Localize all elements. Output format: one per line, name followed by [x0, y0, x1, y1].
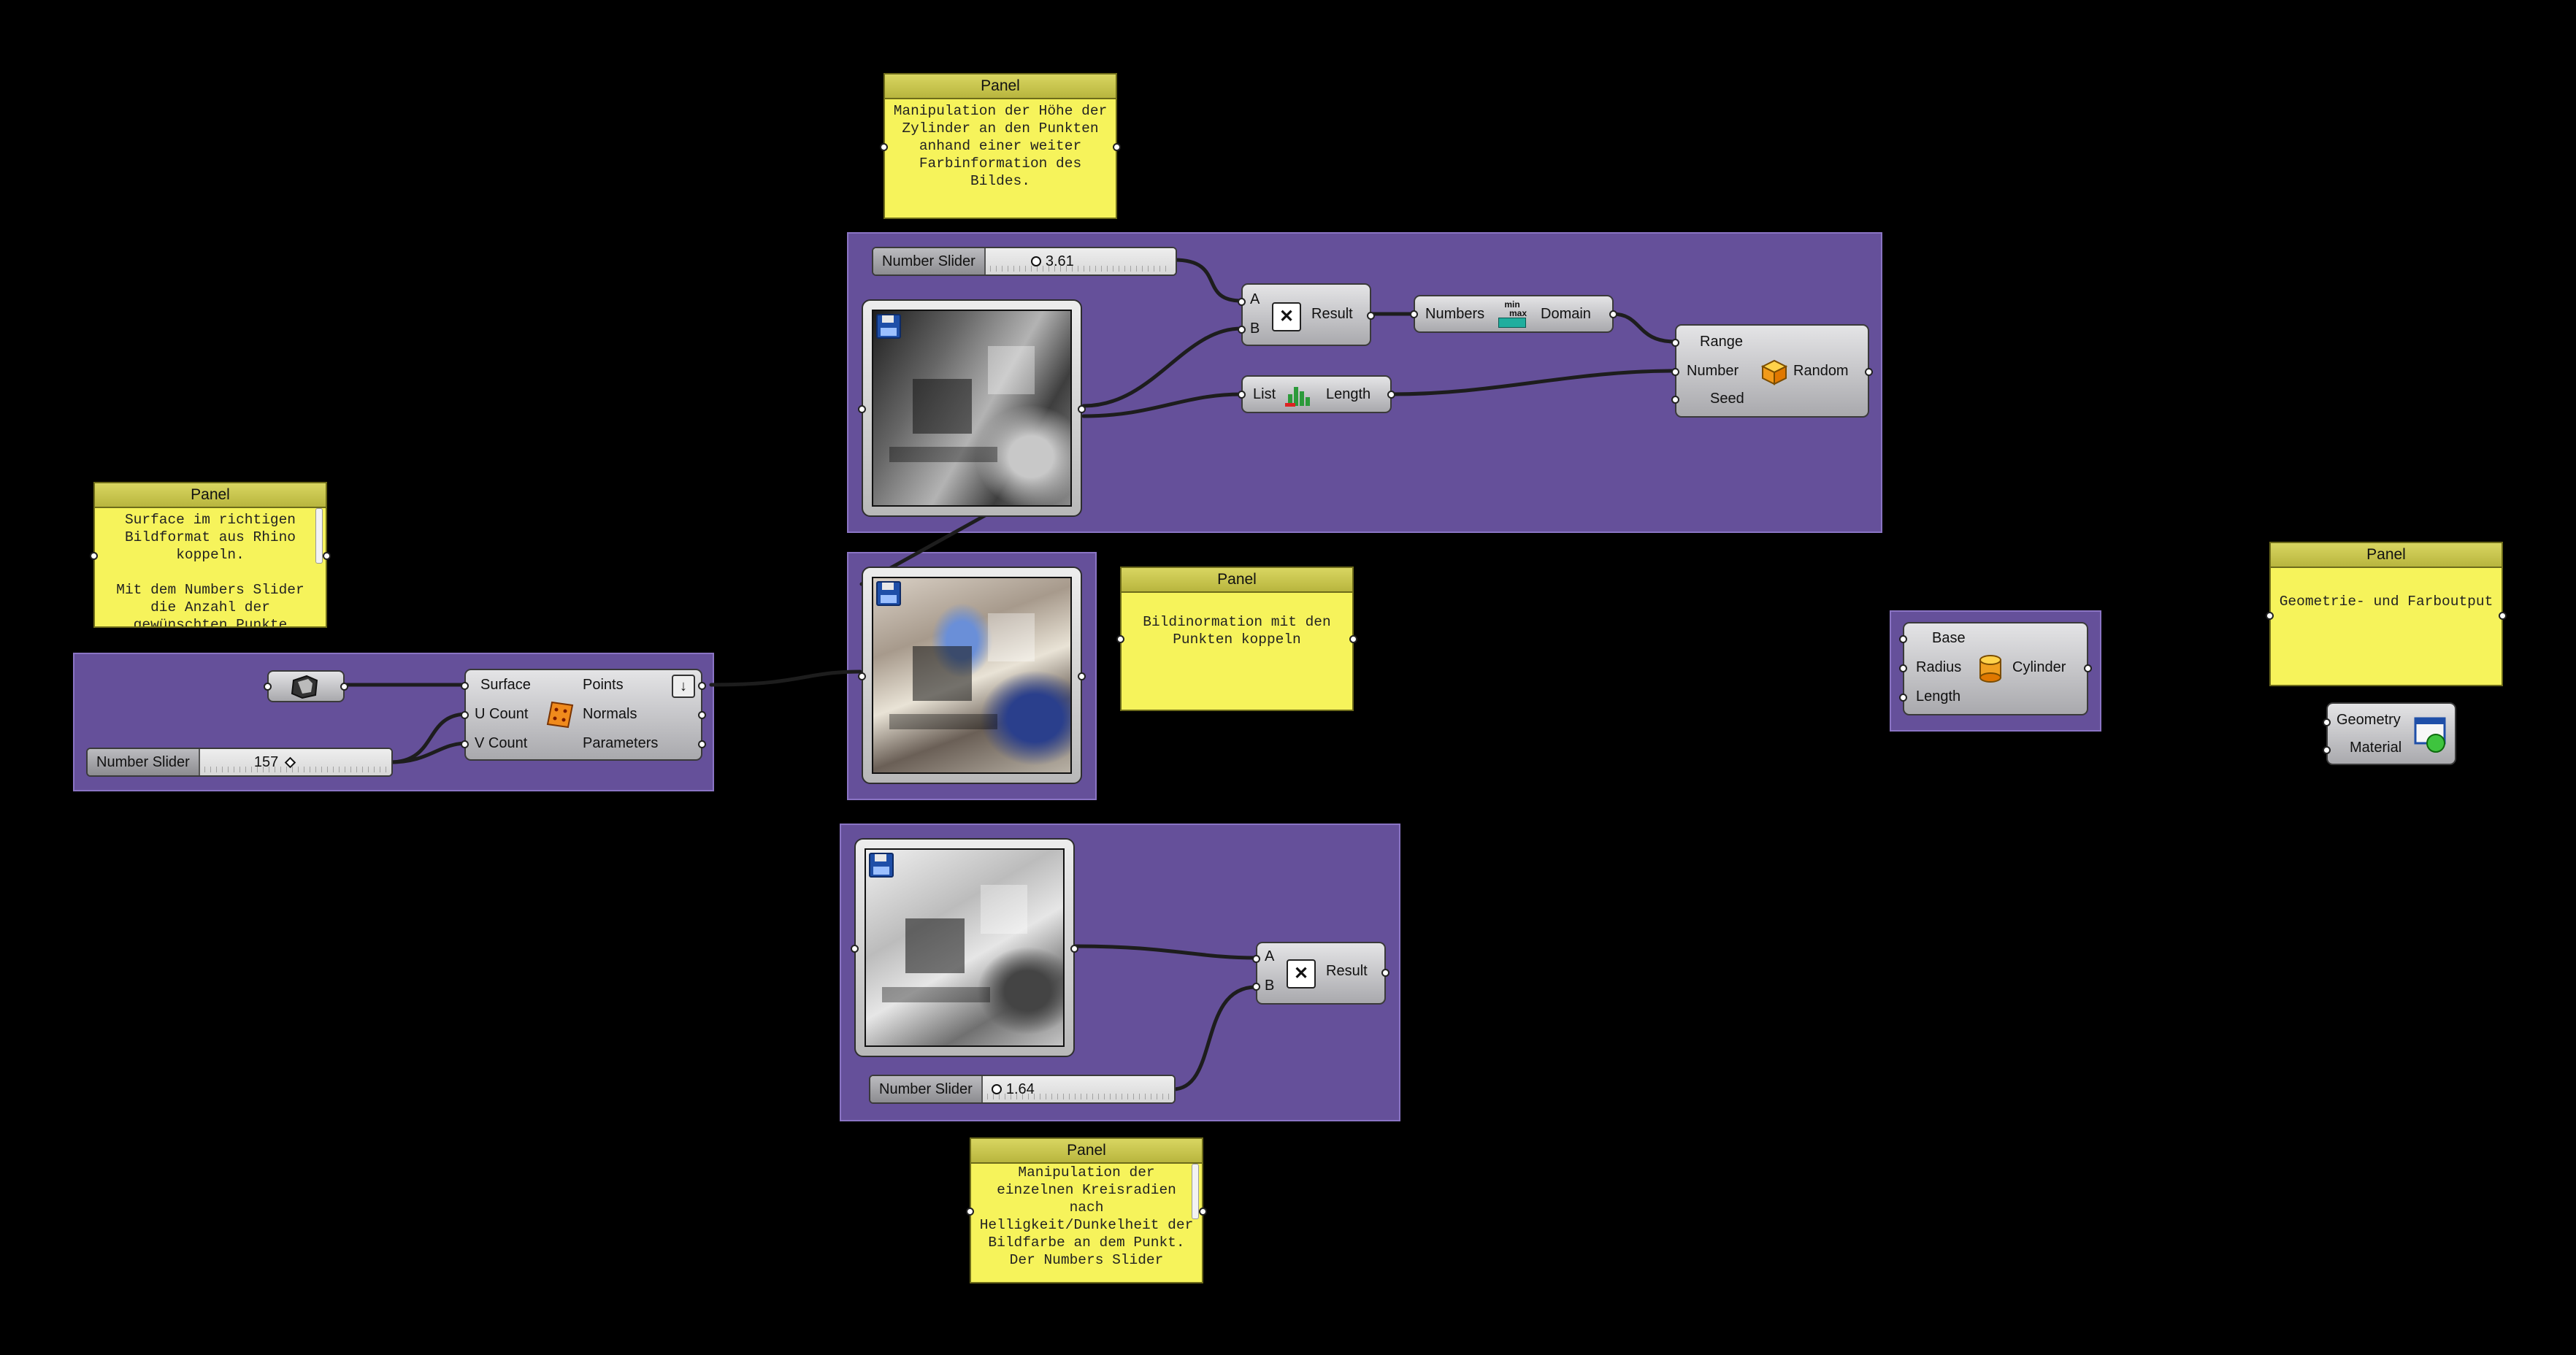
output-result-label: Result — [1326, 963, 1368, 979]
panel-title: Panel — [971, 1139, 1202, 1164]
input-range-label: Range — [1700, 334, 1743, 350]
panel-radius-note[interactable]: Panel Manipulation der einzelnen Kreisra… — [966, 1137, 1207, 1283]
slider-knob[interactable] — [1030, 256, 1041, 266]
image-sampler-bottom[interactable] — [851, 838, 1078, 1057]
list-length-icon — [1285, 381, 1314, 409]
output-random-label: Random — [1793, 363, 1849, 379]
random-component[interactable]: Range Number Seed Random — [1671, 324, 1873, 418]
panel-height-note[interactable]: Panel Manipulation der Höhe der Zylinder… — [880, 73, 1121, 219]
input-a-label: A — [1250, 291, 1260, 307]
multiply-icon: ✕ — [1272, 302, 1301, 331]
input-radius-label: Radius — [1916, 659, 1962, 675]
chevron-down-icon[interactable]: ↓ — [672, 675, 695, 698]
custom-preview-icon — [2414, 717, 2450, 755]
cylinder-icon — [1977, 654, 2004, 683]
input-seed-label: Seed — [1710, 391, 1744, 407]
panel-text: Geometrie- und Farboutput — [2279, 594, 2493, 610]
input-ucount-label: U Count — [475, 706, 529, 722]
panel-title: Panel — [885, 74, 1116, 99]
input-length-label: Length — [1916, 688, 1961, 705]
panel-title: Panel — [95, 483, 326, 508]
panel-image-note[interactable]: Panel Bildinormation mit den Punkten kop… — [1116, 567, 1357, 711]
number-slider-height[interactable]: Number Slider 3.61 — [872, 247, 1177, 276]
output-points-label: Points — [583, 677, 624, 693]
slider-value: 1.64 — [1005, 1081, 1035, 1097]
random-icon — [1758, 355, 1789, 385]
output-cylinder-label: Cylinder — [2012, 659, 2066, 675]
panel-text: Surface im richtigen Bildformat aus Rhin… — [116, 512, 304, 626]
image-preview — [872, 577, 1072, 774]
save-icon[interactable] — [869, 853, 894, 878]
input-surface-label: Surface — [480, 677, 531, 693]
bounds-component[interactable]: Numbers min max Domain — [1410, 295, 1617, 333]
divide-surface-component[interactable]: Surface U Count V Count Points Normals P… — [461, 669, 706, 761]
input-b-label: B — [1265, 978, 1275, 994]
panel-text: Manipulation der einzelnen Kreisradien n… — [979, 1164, 1194, 1268]
slider-label: Number Slider — [873, 248, 986, 275]
panel-text: Manipulation der Höhe der Zylinder an de… — [893, 103, 1108, 189]
image-preview — [865, 848, 1065, 1047]
panel-scrollbar[interactable] — [315, 508, 323, 564]
input-numbers-label: Numbers — [1425, 306, 1485, 322]
panel-title: Panel — [1122, 568, 1352, 593]
panel-surface-note[interactable]: Panel Surface im richtigen Bildformat au… — [90, 482, 331, 628]
multiply-icon: ✕ — [1287, 959, 1316, 989]
input-b-label: B — [1250, 320, 1260, 337]
slider-track[interactable]: 1.64 — [982, 1076, 1174, 1102]
input-list-label: List — [1253, 386, 1276, 402]
custom-preview-component[interactable]: Geometry Material — [2323, 702, 2456, 765]
slider-value: 3.61 — [1045, 253, 1074, 269]
bounds-icon: min max — [1497, 298, 1527, 330]
surface-parameter[interactable] — [264, 670, 348, 702]
output-domain-label: Domain — [1541, 306, 1591, 322]
surface-param-icon — [289, 673, 321, 701]
slider-knob[interactable] — [991, 1084, 1002, 1094]
multiply-component-top[interactable]: A B ✕ Result — [1238, 283, 1375, 346]
save-icon[interactable] — [876, 314, 901, 339]
save-icon[interactable] — [876, 581, 901, 606]
divide-surface-icon — [545, 699, 575, 730]
panel-title: Panel — [2271, 543, 2502, 568]
output-parameters-label: Parameters — [583, 735, 659, 751]
slider-label: Number Slider — [870, 1076, 983, 1102]
input-material-label: Material — [2350, 740, 2402, 756]
panel-text: Bildinormation mit den Punkten koppeln — [1143, 614, 1331, 648]
slider-value: 157 — [253, 754, 279, 770]
wire-points-to-image — [709, 669, 862, 687]
panel-scrollbar[interactable] — [1192, 1164, 1199, 1219]
input-vcount-label: V Count — [475, 735, 528, 751]
image-sampler-top[interactable] — [858, 299, 1086, 517]
number-slider-radius[interactable]: Number Slider 1.64 — [869, 1075, 1176, 1104]
output-normals-label: Normals — [583, 706, 637, 722]
image-preview — [872, 310, 1072, 507]
image-sampler-color[interactable] — [858, 567, 1086, 784]
output-result-label: Result — [1311, 306, 1353, 322]
input-number-label: Number — [1687, 363, 1739, 379]
multiply-component-bottom[interactable]: A B ✕ Result — [1252, 942, 1389, 1005]
cylinder-component[interactable]: Base Radius Length Cylinder — [1899, 622, 2092, 715]
output-length-label: Length — [1326, 386, 1371, 402]
number-slider-count[interactable]: Number Slider 157 — [86, 748, 393, 777]
list-length-component[interactable]: List Length — [1238, 375, 1395, 413]
slider-track[interactable]: 157 — [199, 749, 391, 775]
slider-track[interactable]: 3.61 — [985, 248, 1176, 275]
input-base-label: Base — [1932, 630, 1966, 646]
input-a-label: A — [1265, 948, 1275, 964]
input-geometry-label: Geometry — [2337, 712, 2401, 728]
slider-label: Number Slider — [88, 749, 200, 775]
panel-output-note[interactable]: Panel Geometrie- und Farboutput — [2266, 542, 2507, 686]
